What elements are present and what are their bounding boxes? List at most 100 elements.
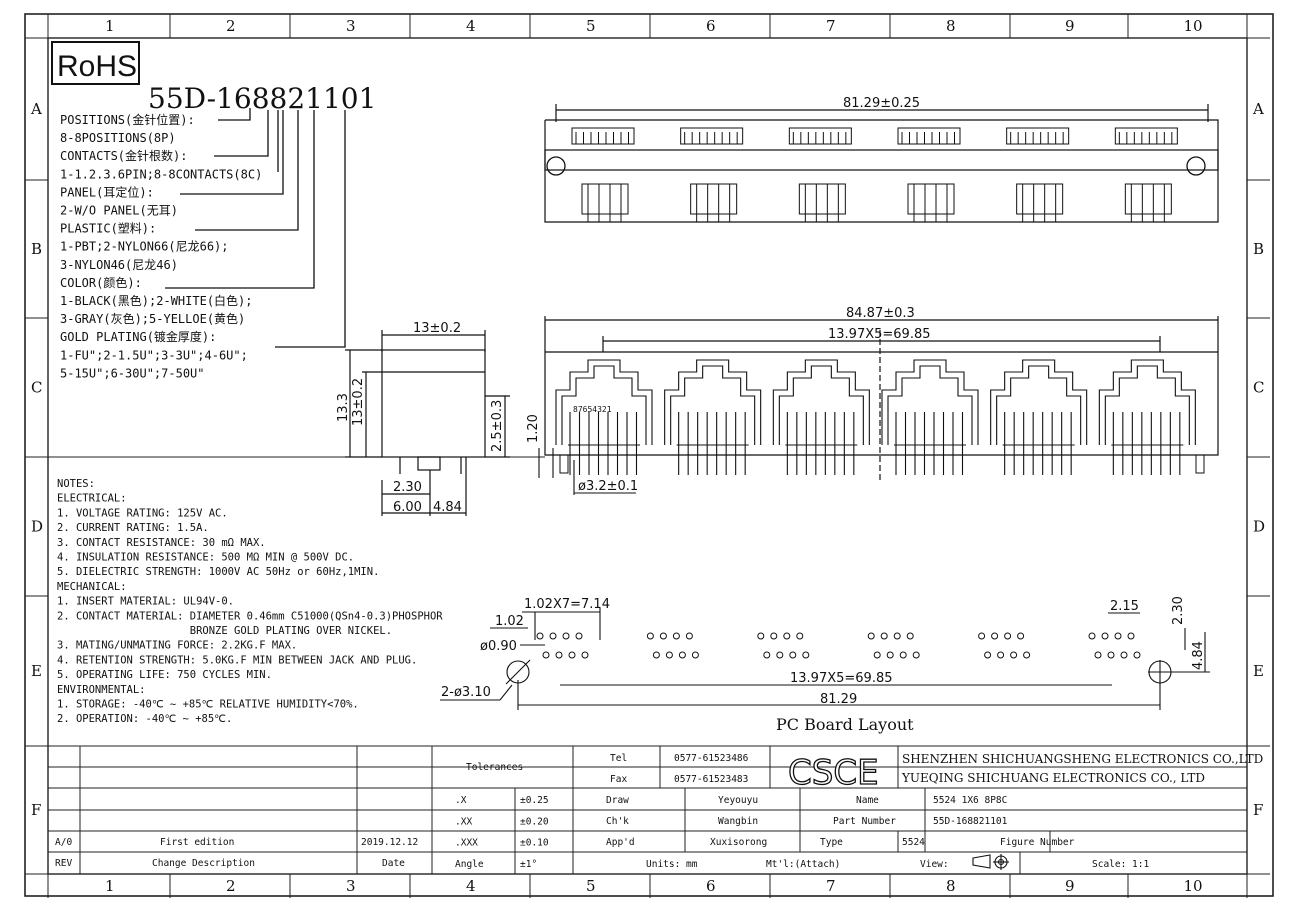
note-line: 2. CURRENT RATING: 1.5A. (57, 522, 209, 534)
config-line: 1-1.2.3.6PIN;8-8CONTACTS(8C) (60, 167, 262, 181)
dim-side-h1: 13.3 (336, 393, 351, 422)
rev-date: 2019.12.12 (361, 837, 418, 848)
front-view (544, 316, 1219, 480)
zone-col-9-bottom: 9 (1065, 877, 1075, 895)
top-port (1006, 127, 1070, 222)
config-line: CONTACTS(金针根数): (60, 148, 187, 163)
chk-value: Wangbin (718, 816, 758, 827)
zone-col-1-bottom: 1 (105, 877, 115, 895)
config-legend: POSITIONS(金针位置): 8-8POSITIONS(8P) CONTACTS… (60, 112, 262, 380)
zone-row-F-right: F (1253, 801, 1263, 819)
name-value: 5524 1X6 8P8C (933, 795, 1007, 806)
rj45-port (1098, 359, 1196, 475)
company-name-2: YUEQING SHICHUANG ELECTRONICS CO., LTD (901, 771, 1205, 785)
part-number-title: 55D-168821101 (148, 82, 376, 115)
dim-front-height: 1.20 (526, 414, 541, 443)
note-line: 4. RETENTION STRENGTH: 5.0KG.F MIN BETWE… (57, 654, 417, 666)
zone-row-A-left: A (30, 100, 42, 118)
dim-side-b1: 2.30 (393, 480, 422, 495)
dim-pcb-right-a: 2.15 (1110, 599, 1139, 614)
rj45-port (555, 359, 653, 475)
config-line: 2-W/O PANEL(无耳) (60, 204, 178, 218)
zone-row-B-right: B (1253, 240, 1264, 258)
dim-pcb-right-c: 4.84 (1191, 641, 1206, 670)
dim-top-width: 81.29±0.25 (843, 96, 920, 111)
rev-desc: First edition (160, 837, 234, 848)
fax-label: Fax (610, 774, 627, 785)
tolerance-format: .XX (455, 816, 472, 827)
config-line: 1-PBT;2-NYLON66(尼龙66); (60, 240, 229, 254)
zone-row-C-right: C (1253, 379, 1264, 397)
company-logo: CSCE (788, 753, 879, 793)
tolerance-value: ±1° (520, 859, 537, 870)
note-line: NOTES: (57, 478, 95, 490)
rev-header: REV (55, 858, 72, 869)
pcb-port-footprint (757, 632, 810, 659)
pcb-port-footprint (536, 632, 589, 659)
units-label: Units: mm (646, 859, 698, 870)
dim-pcb-pitch: 1.02X7=7.14 (524, 597, 610, 612)
top-right-mount-icon (1186, 156, 1206, 176)
dim-front-pin-numbers: 87654321 (573, 405, 612, 414)
note-line: 1. STORAGE: -40℃ ~ +85℃ RELATIVE HUMIDIT… (57, 699, 359, 711)
figure-label: Figure Number (1000, 837, 1075, 848)
dim-pcb-total: 81.29 (820, 692, 857, 707)
note-line: ENVIRONMENTAL: (57, 684, 146, 696)
zone-row-D-right: D (1253, 518, 1265, 536)
note-line: 1. VOLTAGE RATING: 125V AC. (57, 507, 228, 519)
top-port (788, 127, 852, 222)
zone-col-9-top: 9 (1065, 17, 1075, 35)
rev-a0: A/0 (55, 837, 72, 848)
pcb-port-footprint (978, 632, 1031, 659)
tolerance-value: ±0.20 (520, 816, 549, 827)
pcb-title: PC Board Layout (776, 715, 914, 734)
dim-side-b3: 4.84 (433, 500, 462, 515)
dim-front-pitch: 13.97X5=69.85 (828, 327, 931, 342)
config-line: POSITIONS(金针位置): (60, 112, 195, 127)
top-port (1114, 127, 1178, 222)
appd-label: App'd (606, 837, 635, 848)
partno-label: Part Number (833, 816, 896, 827)
zone-row-C-left: C (31, 379, 42, 397)
config-line: 3-GRAY(灰色);5-YELLOE(黄色) (60, 312, 245, 326)
note-line: BRONZE GOLD PLATING OVER NICKEL. (57, 625, 392, 637)
zone-col-7-bottom: 7 (826, 877, 836, 895)
config-line: 1-BLACK(黑色);2-WHITE(白色); (60, 293, 253, 308)
type-value: 5524 (902, 837, 925, 848)
rj45-port (664, 359, 762, 475)
rj45-port (881, 359, 979, 475)
tolerance-format: .X (455, 795, 467, 806)
zone-col-8-bottom: 8 (946, 877, 956, 895)
note-line: MECHANICAL: (57, 581, 127, 593)
title-block-grid (48, 745, 1247, 874)
tolerance-format: Angle (455, 859, 484, 870)
dim-side-h2: 13±0.2 (351, 378, 366, 426)
note-line: 1. INSERT MATERIAL: UL94V-0. (57, 596, 234, 608)
name-label: Name (856, 795, 879, 806)
rj45-port (990, 359, 1088, 475)
config-line: 8-8POSITIONS(8P) (60, 131, 176, 145)
zone-row-E-left: E (31, 662, 42, 680)
config-line: 5-15U";6-30U";7-50U" (60, 366, 205, 380)
dim-front-hole: ø3.2±0.1 (578, 479, 638, 494)
dim-pcb-span: 13.97X5=69.85 (790, 671, 893, 686)
zone-col-4-bottom: 4 (466, 877, 476, 895)
change-desc-header: Change Description (152, 858, 255, 869)
zone-row-F-left: F (31, 801, 41, 819)
pcb-layout (536, 632, 1141, 659)
outer-border (24, 13, 1274, 897)
tolerance-format: .XXX (455, 838, 478, 849)
zone-col-7-top: 7 (826, 17, 836, 35)
zone-col-10-bottom: 10 (1184, 877, 1203, 895)
config-line: COLOR(颜色): (60, 275, 142, 290)
tolerance-value: ±0.10 (520, 838, 549, 849)
zone-col-4-top: 4 (466, 17, 476, 35)
zone-col-3-bottom: 3 (346, 877, 356, 895)
date-header: Date (382, 858, 405, 869)
note-line: 2. CONTACT MATERIAL: DIAMETER 0.46mm C51… (57, 610, 443, 622)
tel-value: 0577-61523486 (674, 753, 749, 764)
zone-col-5-top: 5 (586, 17, 596, 35)
dim-side-width: 13±0.2 (413, 321, 461, 336)
